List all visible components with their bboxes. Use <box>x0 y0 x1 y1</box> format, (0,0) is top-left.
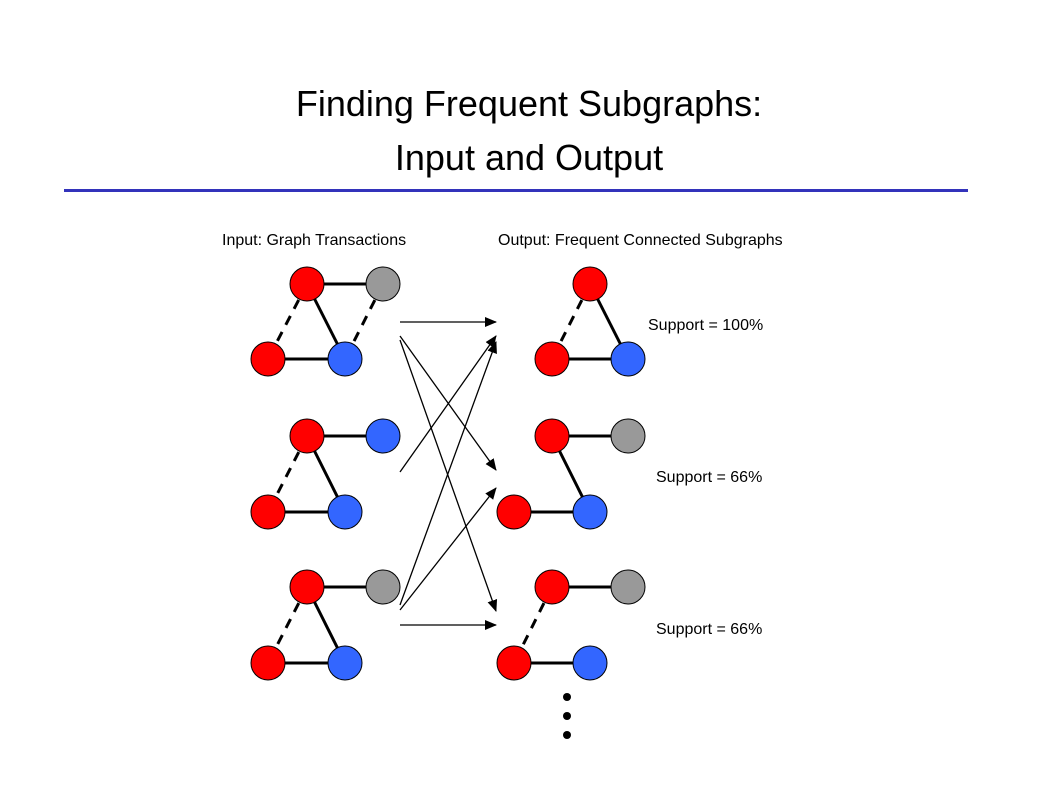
blue-node <box>327 645 363 681</box>
dot <box>563 693 571 701</box>
dashed-edge <box>512 586 554 664</box>
input-graph-2 <box>250 418 401 530</box>
arrow <box>399 487 497 611</box>
blue-node <box>610 341 646 377</box>
blue-node <box>572 494 608 530</box>
red-node <box>572 266 608 302</box>
red-node <box>250 494 286 530</box>
ellipsis-dots <box>563 693 571 739</box>
output-subgraph-3 <box>496 569 646 681</box>
red-node <box>289 418 325 454</box>
red-node <box>496 645 532 681</box>
red-node <box>534 341 570 377</box>
dot <box>563 731 571 739</box>
blue-node <box>572 645 608 681</box>
output-subgraph-2 <box>496 418 646 530</box>
blue-node <box>327 494 363 530</box>
dashed-edge <box>343 283 385 360</box>
arrow <box>399 339 498 612</box>
red-node <box>289 569 325 605</box>
red-node <box>534 569 570 605</box>
input-label: Input: Graph Transactions <box>222 232 406 249</box>
support-label-1: Support = 100% <box>648 317 763 334</box>
red-node <box>250 645 286 681</box>
gray-node <box>610 569 646 605</box>
arrow <box>399 335 497 473</box>
title-underline <box>64 189 968 192</box>
arrow <box>399 341 497 606</box>
blue-node <box>327 341 363 377</box>
red-node <box>534 418 570 454</box>
gray-node <box>365 569 401 605</box>
red-node <box>250 341 286 377</box>
output-subgraph-1 <box>534 266 646 377</box>
support-label-3: Support = 66% <box>656 621 762 638</box>
red-node <box>289 266 325 302</box>
slide-title-line-2: Input and Output <box>394 137 664 178</box>
gray-node <box>610 418 646 454</box>
gray-node <box>365 266 401 302</box>
input-graph-3 <box>250 569 401 681</box>
red-node <box>496 494 532 530</box>
dashed-edge <box>266 435 309 513</box>
dashed-edge <box>266 586 309 664</box>
blue-node <box>365 418 401 454</box>
input-graph-1 <box>250 266 401 377</box>
mapping-arrows <box>399 317 498 630</box>
support-label-2: Support = 66% <box>656 469 762 486</box>
dot <box>563 712 571 720</box>
dashed-edge <box>266 283 309 360</box>
slide-title-line-1: Finding Frequent Subgraphs: <box>295 83 763 124</box>
output-label: Output: Frequent Connected Subgraphs <box>498 232 783 249</box>
dashed-edge <box>550 283 592 360</box>
